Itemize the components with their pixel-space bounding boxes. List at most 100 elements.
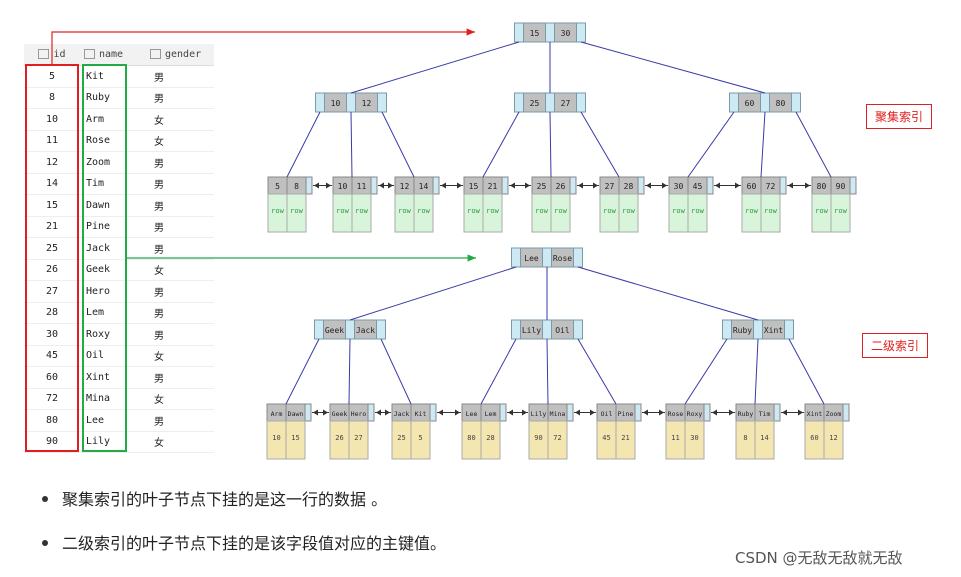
secondary-leaf-node-data-text: 80	[467, 434, 475, 442]
secondary-leaf-node-key-text: Hero	[351, 410, 367, 418]
secondary-inner-node-pointer	[345, 319, 355, 340]
clustered-tree-link	[482, 111, 520, 178]
gender-cell: 男	[142, 366, 214, 389]
clustered-inner-node-key-text: 12	[362, 99, 372, 108]
clustered-inner-node-key-text: 27	[561, 99, 571, 108]
clustered-leaf-node-data	[760, 193, 781, 233]
id-cell: 25	[24, 237, 80, 260]
secondary-leaf-node-data-text: 25	[397, 434, 405, 442]
clustered-leaf-node-data	[351, 193, 372, 233]
clustered-leaf-node-data-text: row	[672, 207, 685, 215]
clustered-leaf-node-key-text: 14	[419, 182, 429, 191]
clustered-inner-node-key-text: 60	[745, 99, 755, 108]
id-column-highlight	[25, 64, 79, 452]
col-header-name[interactable]: name	[80, 44, 142, 66]
secondary-inner-node-key-text: Xint	[764, 326, 783, 335]
secondary-inner-node-pointer	[722, 319, 732, 340]
secondary-leaf-node-data	[823, 420, 844, 460]
secondary-tree-link	[380, 338, 412, 405]
secondary-inner-node-key-text: Oil	[555, 326, 570, 335]
id-cell: 14	[24, 173, 80, 195]
clustered-tree-link	[549, 111, 552, 178]
secondary-leaf-node-data-text: 27	[354, 434, 362, 442]
clustered-inner-node-pointer	[791, 92, 801, 113]
secondary-inner-node-pointer	[542, 319, 552, 340]
clustered-index-label: 聚集索引	[866, 104, 933, 129]
secondary-root-node-pointer	[542, 247, 552, 268]
secondary-leaf-node-data-text: 8	[743, 434, 747, 442]
col-header-gender[interactable]: gender	[142, 44, 214, 66]
secondary-leaf-node-pointer	[304, 403, 312, 422]
secondary-inner-node-pointer	[753, 319, 763, 340]
secondary-leaf-node-data-text: 90	[534, 434, 542, 442]
clustered-leaf-node-key-text: 10	[338, 182, 348, 191]
secondary-leaf-node-data	[480, 420, 501, 460]
secondary-inner-node-pointer	[511, 319, 521, 340]
id-cell: 5	[24, 65, 80, 88]
clustered-leaf-node-data-text: row	[815, 207, 828, 215]
clustered-root-node-pointer	[576, 22, 586, 43]
clustered-leaf-node-data	[618, 193, 639, 233]
id-cell: 60	[24, 366, 80, 389]
clustered-leaf-node-key-text: 12	[400, 182, 410, 191]
secondary-tree-link	[577, 338, 617, 405]
clustered-leaf-node-key-text: 11	[357, 182, 367, 191]
secondary-leaf-node-key-text: Xint	[807, 410, 823, 418]
clustered-leaf-node-data-text: row	[467, 207, 480, 215]
clustered-leaf-node-data-text: row	[417, 207, 430, 215]
clustered-leaf-node-pointer	[637, 176, 645, 195]
secondary-leaf-node-data	[285, 420, 306, 460]
clustered-leaf-node-data-text: row	[271, 207, 284, 215]
clustered-root-node-key-text: 30	[561, 29, 571, 38]
secondary-leaf-node-key-text: Tim	[759, 410, 771, 418]
clustered-leaf-node-data-text: row	[622, 207, 635, 215]
secondary-root-node-key-text: Lee	[524, 254, 539, 263]
clustered-leaf-node-data	[550, 193, 571, 233]
gender-cell: 男	[142, 302, 214, 324]
clustered-leaf-node-key-text: 15	[469, 182, 479, 191]
clustered-leaf-node-key-text: 27	[605, 182, 615, 191]
secondary-leaf-node-data-text: 72	[553, 434, 561, 442]
bullet-dot	[42, 540, 48, 546]
secondary-tree-link	[285, 338, 320, 405]
clustered-leaf-node-data-text: row	[336, 207, 349, 215]
clustered-leaf-node-data-text: row	[535, 207, 548, 215]
clustered-leaf-node-data-text: row	[691, 207, 704, 215]
clustered-root-node-key-text: 15	[530, 29, 540, 38]
clustered-leaf-node-data	[482, 193, 503, 233]
secondary-index-label: 二级索引	[862, 333, 929, 358]
id-cell: 12	[24, 151, 80, 174]
clustered-inner-node-pointer	[315, 92, 325, 113]
secondary-leaf-node-key-text: Geek	[332, 410, 348, 418]
clustered-leaf-node-data-text: row	[290, 207, 303, 215]
secondary-inner-node-key-text: Jack	[356, 326, 375, 335]
secondary-leaf-node-data-text: 15	[291, 434, 299, 442]
clustered-leaf-node-key-text: 90	[836, 182, 846, 191]
gender-cell: 女	[142, 388, 214, 410]
clustered-leaf-node-key-text: 25	[537, 182, 547, 191]
secondary-leaf-node-key-text: Lee	[466, 410, 478, 418]
secondary-inner-node-pointer	[376, 319, 386, 340]
gender-cell: 男	[142, 173, 214, 195]
clustered-leaf-node-data	[830, 193, 851, 233]
gender-cell: 男	[142, 323, 214, 346]
secondary-leaf-node-key-text: Oil	[601, 410, 613, 418]
id-cell: 15	[24, 194, 80, 217]
clustered-inner-node-pointer	[346, 92, 356, 113]
clustered-leaf-node-data-text: row	[764, 207, 777, 215]
clustered-tree-link	[381, 111, 415, 178]
clustered-leaf-node-key-text: 26	[556, 182, 566, 191]
clustered-inner-node-pointer	[760, 92, 770, 113]
secondary-tree-link	[684, 338, 728, 405]
secondary-leaf-node-data	[615, 420, 636, 460]
gender-cell: 女	[142, 259, 214, 281]
gender-cell: 男	[142, 87, 214, 109]
gender-cell: 女	[142, 108, 214, 131]
